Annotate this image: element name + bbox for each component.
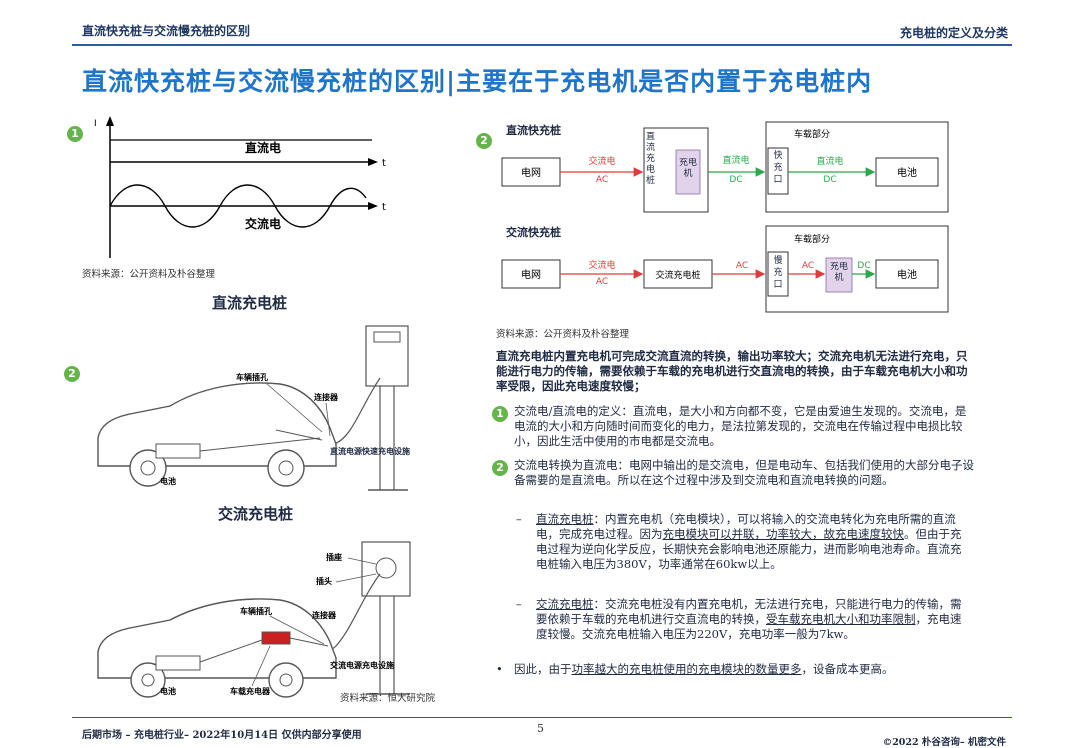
dash-mark-2: – [516,597,522,611]
ac-car-illustration: 插座 插头 车辆插孔 连接器 电池 车载充电器 交流电源充电设施 [97,541,411,698]
header-right-title: 充电桩的定义及分类 [899,26,1008,40]
dc-pile-term: 直流充电桩 [536,512,594,526]
dc-flow-title: 直流快充桩 [506,123,561,137]
header-left-title: 直流快充桩与交流慢充桩的区别 [82,24,251,38]
para-2-conversion: 交流电转换为直流电：电网中输出的是交流电，但是电动车、包括我们使用的大部分电子设… [514,458,974,487]
ac-ac-en3: AC [802,261,814,271]
ac-car-battery-label: 电池 [160,686,176,696]
footer-rule [72,717,1012,718]
axis-t2-label: t [382,202,386,213]
dc-ac-cn: 交流电 [588,155,615,167]
dash-item-dc-pile: – 直流充电桩：内置充电机（充电模块），可以将输入的交流电转化为充电所需的直流电… [516,512,966,572]
dash-mark-1: – [516,512,522,526]
ac-flow-title: 交流快充桩 [506,225,561,239]
conclusion-b: ，设备成本更高。 [801,662,894,676]
dc-pile-title: 直流充电桩 [212,294,288,312]
bullet-conclusion: • 因此，由于功率越大的充电桩使用的充电模块的数量更多，设备成本更高。 [496,662,976,677]
ac-onboard-label: 车载部分 [794,233,830,245]
dc-ac-en: AC [596,175,608,185]
ac-pile-title: 交流充电桩 [218,505,294,523]
ac-battery-box: 电池 [897,268,917,281]
charging-flow-diagram: 直流快充桩 电网 交流电 AC 直流充电桩 充电机 直流电 DC 车载部分 快充… [501,121,949,313]
dc-car-port-label: 车辆插孔 [236,372,268,382]
conclusion-underline: 功率越大的充电桩使用的充电模块的数量更多 [571,662,802,676]
dc-charger-box: 充电机 [678,158,697,179]
dc-pile-desc-underline: 充电模块可以并联，功率较大，故充电速度较快 [662,527,905,541]
badge-2-right: 2 [476,133,492,149]
footer-copyright: ©2022 朴谷咨询– 机密文件 [882,737,1006,748]
badge-2-left: 2 [64,366,80,382]
ac-pile-term: 交流充电桩 [536,597,594,611]
page-number: 5 [537,722,544,735]
ac-wave-label: 交流电 [245,216,281,231]
ac-plug-label: 插头 [316,576,332,586]
ac-dc-en: DC [857,261,870,271]
source-left-1: 资料来源：公开资料及朴谷整理 [82,269,216,280]
dc-car-illustration: 车辆插孔 连接器 电池 直流电源快速充电设施 [97,325,410,491]
ac-pile-box: 交流充电桩 [655,269,700,281]
ac-slow-port: 慢充口 [773,256,783,290]
ac-pile-desc-a: ：交流充电桩没有内置充电机，无法进行充电，只能进行电力的传输，需要依赖于车载的充… [536,597,962,626]
dc-pile-box-label: 直流充电桩 [646,132,656,186]
dc-dc-cn2: 直流电 [816,155,843,167]
dc-pile-desc-a: ：内置充电机（充电模块），可以将输入的交流电转化为充电所需的直流电，完成充电过程… [536,512,956,541]
dc-fast-port: 快充口 [773,151,783,185]
waveform-diagram: I t 直流电 t 交流电 [94,116,386,258]
ac-ac-en: AC [596,277,608,287]
ac-ac-cn: 交流电 [588,259,615,271]
page-title: 直流快充桩与交流慢充桩的区别|主要在于充电机是否内置于充电桩内 [82,67,873,96]
axis-i-label: I [94,119,97,129]
source-right: 资料来源：公开资料及朴谷整理 [496,329,630,340]
badge-1-left: 1 [67,126,83,142]
para-2-badge: 2 [492,460,508,476]
source-left-2: 资料来源：恒大研究院 [340,693,436,704]
header-rule [72,44,1012,46]
ac-pile-desc-b: ，充电速度较慢。交流充电桩输入电压为220V，充电功率一般为7kw。 [536,612,962,641]
dc-car-battery-label: 电池 [160,476,176,486]
ac-socket-label: 插座 [326,552,342,562]
dc-battery-box: 电池 [897,166,917,179]
top-bar: 直流快充桩与交流慢充桩的区别 充电桩的定义及分类 [0,0,1080,48]
para-1-definition: 交流电/直流电的定义：直流电，是大小和方向都不变，它是由爱迪生发现的。交流电，是… [514,404,967,448]
dc-grid-box: 电网 [521,166,541,179]
footer-left-text: 后期市场 – 充电桩行业– 2022年10月14日 仅供内部分享使用 [82,730,362,741]
ac-pile-desc-underline: 受车载充电机大小和功率限制 [766,612,916,626]
dc-pile-desc-b: 。但由于充电过程为逆向化学反应，长期快充会影响电池还原能力，进而影响电池寿命。直… [536,527,962,571]
dc-dc-cn: 直流电 [722,154,749,166]
dc-dc-en2: DC [823,175,836,185]
ac-car-port-label: 车辆插孔 [240,606,272,616]
summary-paragraph: 直流充电桩内置充电机可完成交流直流的转换，输出功率较大；交流充电机无法进行充电，… [496,349,968,393]
para-1-badge: 1 [492,406,508,422]
dc-onboard-label: 车载部分 [794,128,830,140]
conclusion-a: 因此，由于 [514,662,572,676]
ac-station-label: 交流电源充电设施 [330,660,394,670]
ac-grid-box: 电网 [521,268,541,281]
bullet-mark: • [496,662,503,676]
dc-car-connector-label: 连接器 [314,392,339,402]
dc-dc-en: DC [729,175,742,185]
dc-station-label: 直流电源快速充电设施 [330,447,410,456]
ac-car-charger-label: 车载充电器 [230,686,271,696]
ac-ac-en2: AC [736,261,748,271]
axis-t1-label: t [382,158,386,169]
ac-charger-box: 充电机 [829,262,848,283]
ac-car-connector-label: 连接器 [312,610,337,620]
dash-item-ac-pile: – 交流充电桩：交流充电桩没有内置充电机，无法进行充电，只能进行电力的传输，需要… [516,597,966,642]
dc-wave-label: 直流电 [245,140,281,155]
